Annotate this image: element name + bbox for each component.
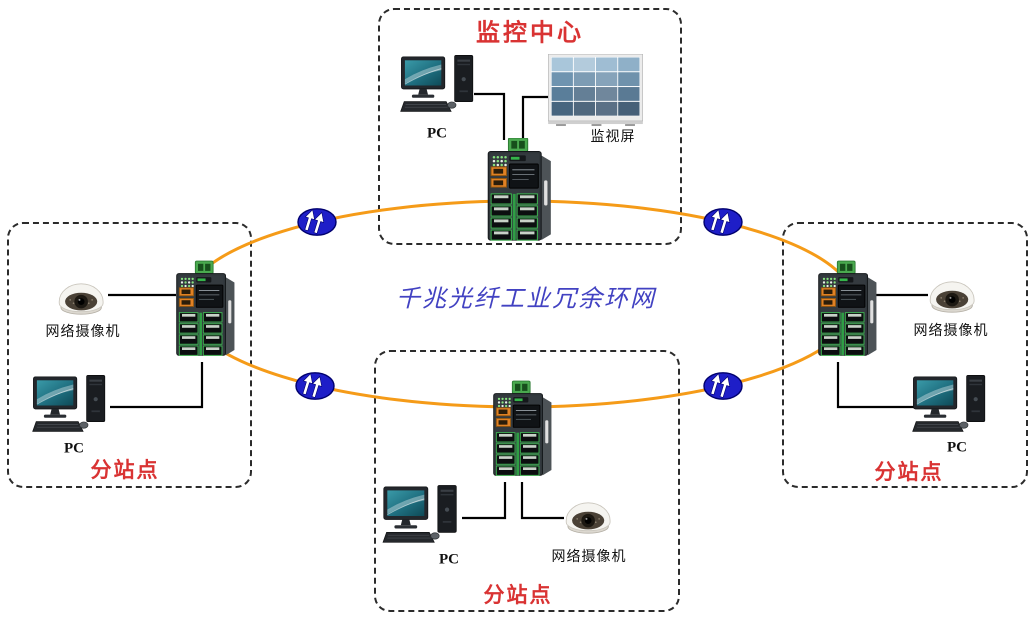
pc-workstation-icon bbox=[382, 484, 457, 543]
dome-camera-icon bbox=[929, 281, 975, 313]
pc-label-right: PC bbox=[947, 439, 967, 456]
pc-workstation-icon bbox=[32, 374, 106, 432]
line-wall-to-switch-center bbox=[521, 95, 550, 140]
pc-label-center: PC bbox=[427, 125, 447, 142]
camera-label-left: 网络摄像机 bbox=[45, 325, 121, 340]
camera-label-right: 网络摄像机 bbox=[913, 324, 989, 339]
pc-label-left: PC bbox=[64, 440, 84, 457]
fiber-link-icon bbox=[703, 207, 743, 236]
substation-label-left: 分站点 bbox=[90, 459, 160, 482]
connection-lines bbox=[108, 92, 928, 520]
camera-label-bottom: 网络摄像机 bbox=[551, 550, 627, 565]
station-box-monitoring-center bbox=[378, 8, 682, 245]
station-box-substation-right bbox=[782, 222, 1028, 488]
video-wall-icon bbox=[548, 54, 643, 127]
industrial-switch-icon bbox=[487, 138, 552, 241]
substation-label-bottom: 分站点 bbox=[483, 584, 553, 607]
fiber-link-icon bbox=[703, 371, 743, 400]
line-pc-to-switch-center bbox=[474, 92, 506, 140]
station-box-substation-left bbox=[7, 222, 252, 488]
fiber-link-icon bbox=[295, 371, 335, 400]
pc-workstation-icon bbox=[400, 54, 474, 112]
dome-camera-icon bbox=[565, 502, 611, 534]
industrial-switch-icon bbox=[493, 380, 552, 476]
ring-title: 千兆光纤工业冗余环网 bbox=[396, 286, 656, 313]
line-camera-to-switch-bottom bbox=[520, 482, 564, 520]
line-pc-to-switch-right bbox=[836, 362, 914, 409]
monitor-wall-label: 监视屏 bbox=[590, 130, 636, 145]
pc-label-bottom: PC bbox=[439, 551, 459, 568]
line-pc-to-switch-bottom bbox=[462, 482, 507, 520]
monitoring-center-label: 监控中心 bbox=[476, 19, 584, 47]
industrial-switch-icon bbox=[176, 260, 235, 356]
station-box-substation-bottom bbox=[374, 350, 680, 612]
substation-label-right: 分站点 bbox=[874, 461, 944, 484]
line-pc-to-switch-left bbox=[110, 362, 204, 409]
pc-workstation-icon bbox=[912, 374, 986, 432]
dome-camera-icon bbox=[58, 283, 104, 315]
fiber-link-icon bbox=[297, 207, 337, 236]
industrial-switch-icon bbox=[818, 260, 877, 356]
